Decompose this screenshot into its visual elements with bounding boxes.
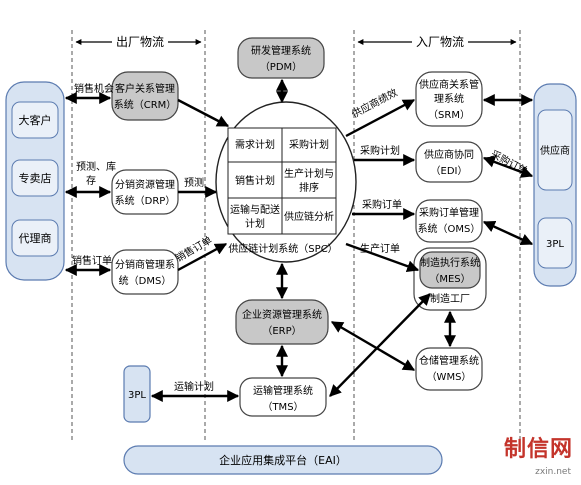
customer-agent: 代理商 [11,219,59,257]
edge-label-purchase-plan: 采购计划 [360,144,400,157]
factory-label: 制造工厂 [430,292,470,305]
eai-label: 企业应用集成平台（EAI） [219,453,347,467]
threepl-right-box: 3PL [537,217,573,269]
spc-transport-plan-2: 计划 [245,217,265,230]
tms-line1: 运输管理系统 [253,384,313,397]
edge-label-supplier-performance: 供应商绩效 [349,86,399,121]
customer-agent-label: 代理商 [19,231,52,245]
mes-box [419,251,481,289]
threepl-left-label: 3PL [128,390,146,401]
inbound-header-arrow: 入厂物流 [357,35,517,49]
customer-store-label: 专卖店 [19,171,52,185]
spc-to-right-edges [329,98,456,397]
edge-label-sales-order-center: 销售订单 [173,233,214,264]
edge-label-production-order: 生产订单 [360,242,400,255]
watermark-url: zxin.net [535,467,571,477]
spc-production-plan-2: 排序 [299,181,319,194]
outbound-header: 出厂物流 [116,35,164,49]
edge-label-forecast-stock-1: 预测、库 [76,160,116,173]
srm-line3: （SRM） [428,109,470,121]
spc-sales-plan: 销售计划 [235,174,275,187]
factory-box: 制造执行系统 （MES） 制造工厂 [413,247,487,311]
edge-label-forecast-stock-2: 存 [86,174,96,187]
oms-line2: 系统（OMS） [418,222,481,235]
erp-line1: 企业资源管理系统 [242,308,322,321]
srm-line2: 理系统 [434,92,464,105]
erp-line2: （ERP） [262,325,301,337]
crm-line2: 系统（CRM） [114,98,177,111]
dms-line1: 分销商管理系 [115,258,175,271]
mes-line1: 制造执行系统 [420,256,480,269]
threepl-right-label: 3PL [546,239,564,250]
pdm-line1: 研发管理系统 [251,44,311,57]
spc-transport-plan-1: 运输与配送 [230,203,280,216]
wms-box: 仓储管理系统 （WMS） [415,347,483,391]
customer-big: 大客户 [11,101,59,139]
wms-line2: （WMS） [427,371,472,383]
watermark-logo: 制信网 [503,437,573,462]
inbound-header: 入厂物流 [416,35,464,49]
edge-label-sales-order-left: 销售订单 [72,254,112,267]
customer-store: 专卖店 [11,159,59,197]
edge-label-forecast: 预测 [184,176,204,189]
spc-purchase-plan: 采购计划 [289,138,329,151]
edi-box: 供应商协同 （EDI） [415,141,483,183]
pdm-line2: （PDM） [260,61,302,73]
supplier-box: 供应商 [537,109,573,191]
crm-line1: 客户关系管理 [115,82,175,95]
crm-box: 客户关系管理 系统（CRM） [111,71,179,121]
edge-label-sales-opportunity: 销售机会 [74,82,114,95]
srm-box: 供应商关系管 理系统 （SRM） [415,71,483,127]
drp-line1: 分销资源管理 [115,178,175,191]
tms-box: 运输管理系统 （TMS） [239,377,327,417]
eai-bar: 企业应用集成平台（EAI） [123,445,443,475]
left-edges [64,92,112,276]
spc-caption: 供应链计划系统（SPC） [228,242,337,255]
spc-chain-analysis: 供应链分析 [284,210,334,223]
mes-line2: （MES） [429,273,470,285]
drp-box: 分销资源管理 系统（DRP） [111,169,179,215]
drp-line2: 系统（DRP） [115,194,176,207]
spc-demand-plan: 需求计划 [235,138,275,151]
outbound-header-arrow: 出厂物流 [75,35,202,49]
wms-line1: 仓储管理系统 [419,354,479,367]
edi-line2: （EDI） [431,165,468,177]
supplier-label: 供应商 [540,144,570,157]
threepl-left-box: 3PL [123,365,151,423]
edi-line1: 供应商协同 [424,148,474,161]
oms-box: 采购订单管理 系统（OMS） [415,199,483,243]
srm-line1: 供应商关系管 [419,78,479,91]
systems-to-spc-edges [177,98,230,272]
erp-box: 企业资源管理系统 （ERP） [235,299,329,345]
edge-label-purchase-order-mid: 采购订单 [362,198,402,211]
tms-line2: （TMS） [262,401,303,413]
oms-line1: 采购订单管理 [419,206,479,219]
customer-big-label: 大客户 [19,113,52,127]
dms-box: 分销商管理系 统（DMS） [111,249,179,295]
right-to-supplier-edges [482,94,534,246]
spc-production-plan-1: 生产计划与 [284,167,334,180]
pdm-box: 研发管理系统 （PDM） [237,37,325,79]
dms-line2: 统（DMS） [119,274,172,287]
edge-label-transport-plan: 运输计划 [174,380,214,393]
spc-box: 需求计划 采购计划 销售计划 生产计划与 排序 运输与配送 计划 供应链分析 供… [215,101,357,263]
